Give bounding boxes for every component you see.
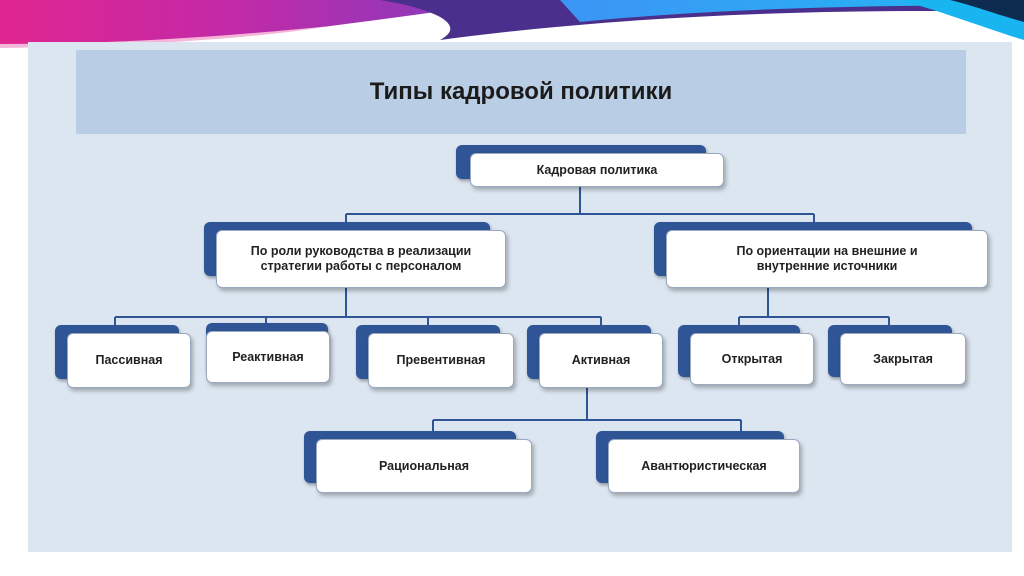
node-branch-orientation-label: По ориентации на внешние и внутренние ис… (666, 230, 988, 288)
slide-title: Типы кадровой политики (369, 78, 673, 105)
node-open: Открытая (678, 325, 814, 385)
node-branch-role: По роли руководства в реализации стратег… (204, 222, 506, 288)
connector-root-to-branches (345, 187, 815, 225)
node-open-label: Открытая (690, 333, 814, 385)
decorative-header-swoosh (0, 0, 1024, 48)
node-passive-label: Пассивная (67, 333, 191, 388)
node-rational-label: Рациональная (316, 439, 532, 493)
node-rational: Рациональная (304, 431, 532, 493)
node-root-label: Кадровая политика (470, 153, 724, 187)
connector-branch1-to-children (114, 285, 602, 325)
connector-active-to-subchildren (432, 387, 742, 432)
node-active-label: Активная (539, 333, 663, 388)
node-preventive-label: Превентивная (368, 333, 514, 388)
node-reactive-label: Реактивная (206, 331, 330, 383)
node-preventive: Превентивная (356, 325, 514, 388)
node-closed-label: Закрытая (840, 333, 966, 385)
node-closed: Закрытая (828, 325, 966, 385)
node-adventurous: Авантюристическая (596, 431, 800, 493)
node-adventurous-label: Авантюристическая (608, 439, 800, 493)
node-branch-orientation: По ориентации на внешние и внутренние ис… (654, 222, 988, 288)
node-root: Кадровая политика (456, 145, 724, 187)
node-branch-role-label: По роли руководства в реализации стратег… (216, 230, 506, 288)
node-active: Активная (527, 325, 663, 388)
connector-branch2-to-children (738, 285, 890, 325)
title-bar: Типы кадровой политики (76, 50, 966, 134)
node-passive: Пассивная (55, 325, 191, 388)
node-reactive: Реактивная (206, 323, 340, 383)
slide-panel: Типы кадровой политики Кадровая политика… (28, 42, 1012, 552)
connector-lines (114, 187, 890, 432)
